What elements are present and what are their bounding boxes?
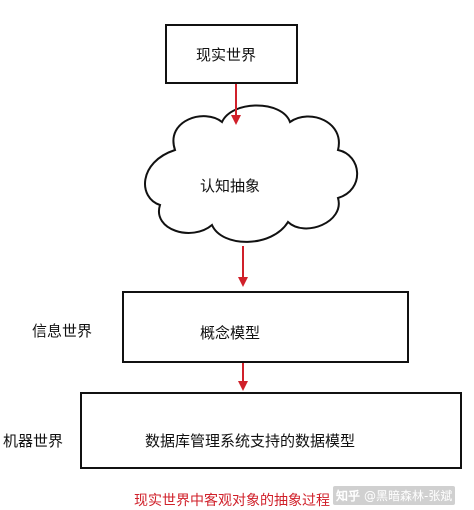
conceptual-model-box (122, 291, 409, 363)
real-world-box (165, 24, 298, 84)
dbms-data-model-label: 数据库管理系统支持的数据模型 (145, 432, 356, 450)
cloud-shape (144, 104, 359, 243)
diagram-caption: 现实世界中客观对象的抽象过程 (134, 493, 330, 509)
zhihu-watermark: 知乎@黑暗森林-张斌 (333, 486, 456, 505)
watermark-author: @黑暗森林-张斌 (364, 489, 453, 503)
real-world-label: 现实世界 (196, 46, 257, 64)
cognitive-abstraction-label: 认知抽象 (200, 177, 261, 195)
information-world-label: 信息世界 (32, 322, 93, 340)
dbms-data-model-box (80, 392, 462, 469)
machine-world-label: 机器世界 (3, 432, 64, 450)
conceptual-model-label: 概念模型 (200, 324, 261, 342)
zhihu-logo: 知乎 (336, 489, 361, 503)
